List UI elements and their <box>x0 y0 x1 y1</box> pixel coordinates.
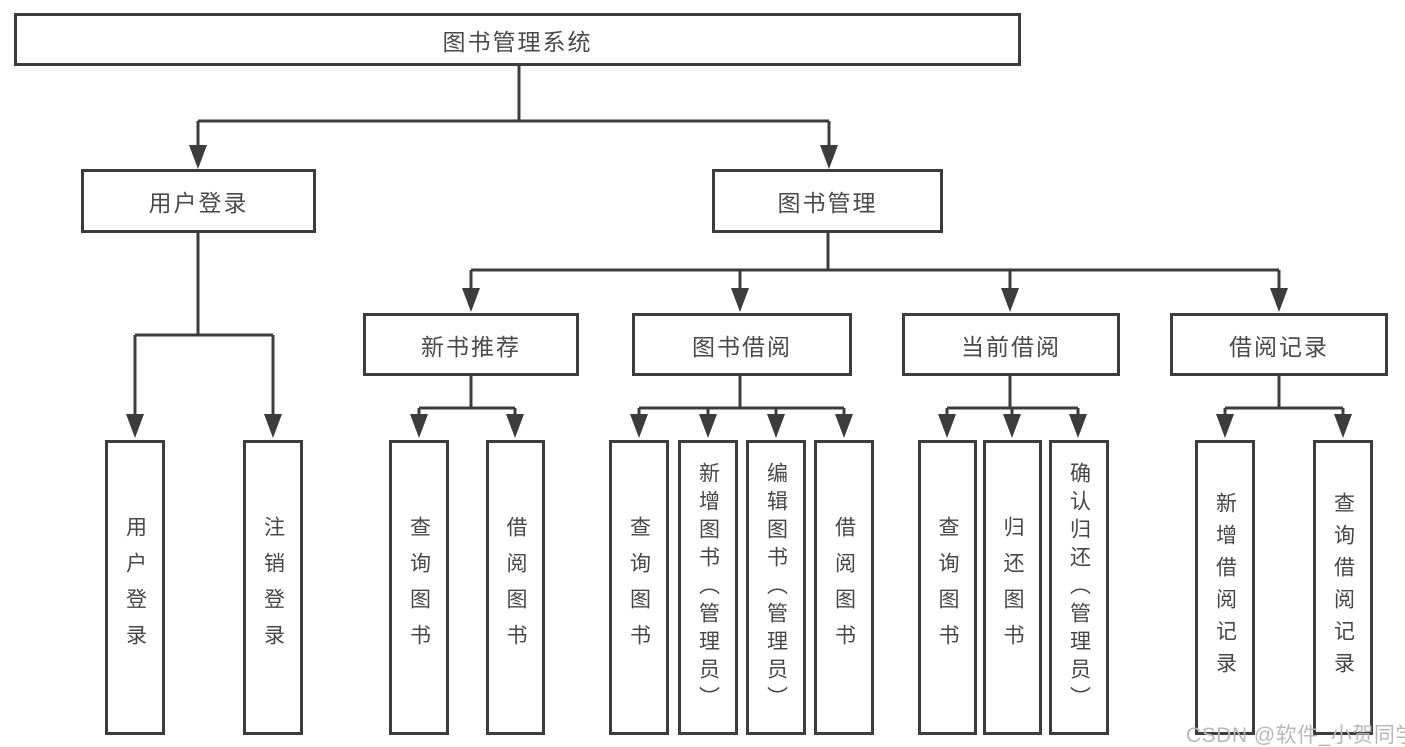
leaf-label: 查询图书 <box>936 515 959 660</box>
leaf-borrow-books-recommend: 借阅图书 <box>486 440 545 735</box>
node-user-login: 用户登录 <box>81 169 316 233</box>
leaf-return-book: 归还图书 <box>983 440 1042 735</box>
leaf-confirm-return-admin: 确认归还（管理员） <box>1049 440 1109 735</box>
node-label: 图书借阅 <box>692 333 792 360</box>
leaf-query-books-borrowing: 查询图书 <box>609 440 669 735</box>
leaf-label: 归还图书 <box>1001 515 1024 660</box>
leaf-borrow-books-borrowing: 借阅图书 <box>814 440 874 735</box>
node-book-borrowing: 图书借阅 <box>632 313 852 376</box>
leaf-label: 查询图书 <box>407 515 431 660</box>
leaf-add-book-admin: 新增图书（管理员） <box>678 440 738 735</box>
leaf-label: 编辑图书（管理员） <box>764 461 788 714</box>
leaf-query-borrow-record: 查询借阅记录 <box>1313 440 1373 735</box>
leaf-label: 查询图书 <box>627 515 651 660</box>
node-new-book-recommendation: 新书推荐 <box>363 313 579 376</box>
node-label: 用户登录 <box>148 190 249 216</box>
watermark: CSDN @软件_小贺同学 <box>1186 724 1405 747</box>
node-label: 借阅记录 <box>1229 333 1329 360</box>
node-label: 图书管理 <box>777 190 878 216</box>
leaf-query-books-recommend: 查询图书 <box>389 440 449 735</box>
node-borrowing-records: 借阅记录 <box>1170 313 1388 376</box>
node-label: 新书推荐 <box>421 333 521 360</box>
node-label: 图书管理系统 <box>442 28 593 55</box>
leaf-label: 注销登录 <box>261 515 285 660</box>
leaf-label: 借阅图书 <box>832 515 856 660</box>
leaf-logout-login: 注销登录 <box>243 440 303 735</box>
leaf-query-books-current: 查询图书 <box>918 440 977 735</box>
leaf-edit-book-admin: 编辑图书（管理员） <box>746 440 806 735</box>
node-library-management-system: 图书管理系统 <box>14 13 1021 66</box>
node-current-borrowing: 当前借阅 <box>902 313 1120 376</box>
leaf-label: 新增借阅记录 <box>1213 491 1237 684</box>
leaf-label: 查询借阅记录 <box>1331 491 1355 684</box>
leaf-label: 新增图书（管理员） <box>696 461 720 714</box>
leaf-user-login: 用户登录 <box>105 440 165 735</box>
leaf-label: 确认归还（管理员） <box>1067 461 1091 714</box>
leaf-label: 借阅图书 <box>504 515 527 660</box>
node-book-management: 图书管理 <box>712 169 943 233</box>
leaf-label: 用户登录 <box>123 515 147 660</box>
node-label: 当前借阅 <box>961 333 1061 360</box>
leaf-add-borrow-record: 新增借阅记录 <box>1195 440 1255 735</box>
